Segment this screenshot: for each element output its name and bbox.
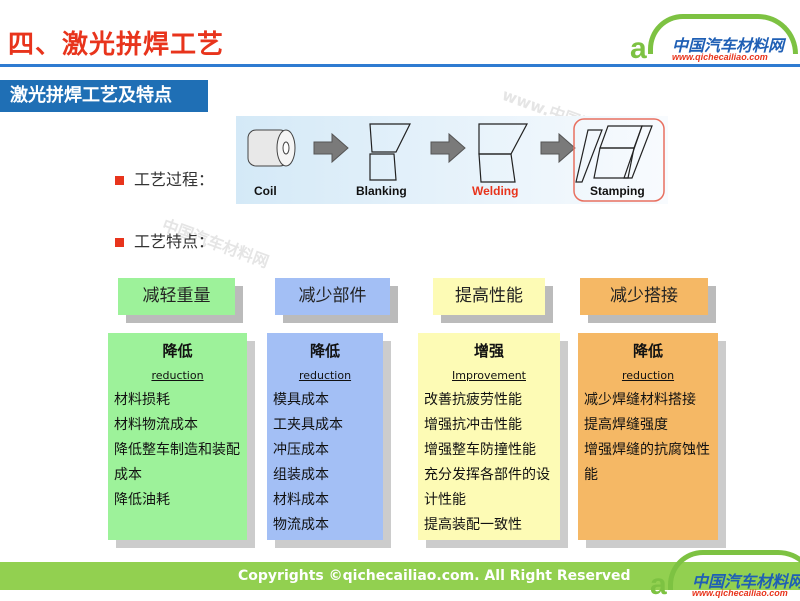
feature-column-body: 增强 Improvement 改善抗疲劳性能增强抗冲击性能增强整车防撞性能充分发挥各… <box>418 333 560 540</box>
column-item: 模具成本 <box>273 392 329 408</box>
feature-column-title: 提高性能 <box>433 278 545 315</box>
column-heading: 增强 <box>473 342 504 360</box>
column-heading: 降低 <box>162 342 193 360</box>
bullet-features-label: 工艺特点： <box>134 232 215 251</box>
feature-column-body: 降低 reduction 材料损耗材料物流成本降低整车制造和装配成本降低油耗 <box>108 333 247 540</box>
step-stamping: Stamping <box>590 184 645 198</box>
column-item: 组装成本 <box>273 467 329 483</box>
column-item: 材料损耗 <box>114 392 170 408</box>
column-item: 工夹具成本 <box>273 417 343 433</box>
column-heading: 降低 <box>309 342 340 360</box>
step-coil: Coil <box>254 184 277 198</box>
footer-copyright: Copyrights ©qichecailiao.com. All Right … <box>0 562 800 590</box>
footer-logo: a 中国汽车材料网 www.qichecailiao.com <box>648 548 800 600</box>
column-item: 材料物流成本 <box>114 417 198 433</box>
step-welding: Welding <box>472 184 519 198</box>
column-item: 冲压成本 <box>273 442 329 458</box>
site-logo: a 中国汽车材料网 www.qichecailiao.com <box>628 12 798 64</box>
stamping-icon <box>575 125 653 183</box>
column-item: 提高焊缝强度 <box>584 417 668 433</box>
feature-column-title: 减少部件 <box>275 278 390 315</box>
feature-column-title: 减轻重量 <box>118 278 235 315</box>
header-divider <box>0 64 800 67</box>
bullet-process-label: 工艺过程： <box>134 170 215 189</box>
arrow-icon <box>313 132 576 164</box>
column-heading: 降低 <box>632 342 663 360</box>
column-en: reduction <box>151 369 204 382</box>
footer-logo-url: www.qichecailiao.com <box>692 588 788 598</box>
column-item: 降低油耗 <box>114 492 170 508</box>
bullet-features: 工艺特点： <box>115 228 214 252</box>
blanking-icon <box>369 123 411 181</box>
column-item: 降低整车制造和装配成本 <box>114 442 240 483</box>
section-subtitle: 激光拼焊工艺及特点 <box>0 80 208 112</box>
coil-icon <box>247 129 296 167</box>
column-item: 充分发挥各部件的设计性能 <box>424 467 550 508</box>
column-item: 增强焊缝的抗腐蚀性能 <box>584 442 710 483</box>
stamping-highlight <box>573 118 665 202</box>
feature-column-body: 降低 reduction 减少焊缝材料搭接提高焊缝强度增强焊缝的抗腐蚀性能 <box>578 333 718 540</box>
column-en: reduction <box>621 369 675 382</box>
logo-cn: 中国汽车材料网 <box>672 36 785 55</box>
logo-url: www.qichecailiao.com <box>672 52 768 62</box>
column-item: 材料成本 <box>273 492 329 508</box>
welding-icon <box>478 123 528 183</box>
process-diagram: Coil Blanking Welding Stamping <box>236 116 668 204</box>
column-en: reduction <box>298 369 352 382</box>
footer-logo-cn: 中国汽车材料网 <box>692 572 800 591</box>
step-blanking: Blanking <box>356 184 407 198</box>
column-en: Improvement <box>452 369 526 382</box>
column-item: 提高装配一致性 <box>424 517 522 533</box>
column-item: 减少焊缝材料搭接 <box>584 392 696 408</box>
column-item: 增强抗冲击性能 <box>424 417 522 433</box>
column-item: 改善抗疲劳性能 <box>424 392 522 408</box>
bullet-process: 工艺过程： <box>115 166 214 190</box>
slide-title: 四、激光拼焊工艺 <box>8 30 225 60</box>
feature-column-body: 降低 reduction 模具成本工夹具成本冲压成本组装成本材料成本物流成本 <box>267 333 383 540</box>
feature-column-title: 减少搭接 <box>580 278 708 315</box>
column-item: 增强整车防撞性能 <box>424 442 536 458</box>
column-item: 物流成本 <box>273 517 329 533</box>
